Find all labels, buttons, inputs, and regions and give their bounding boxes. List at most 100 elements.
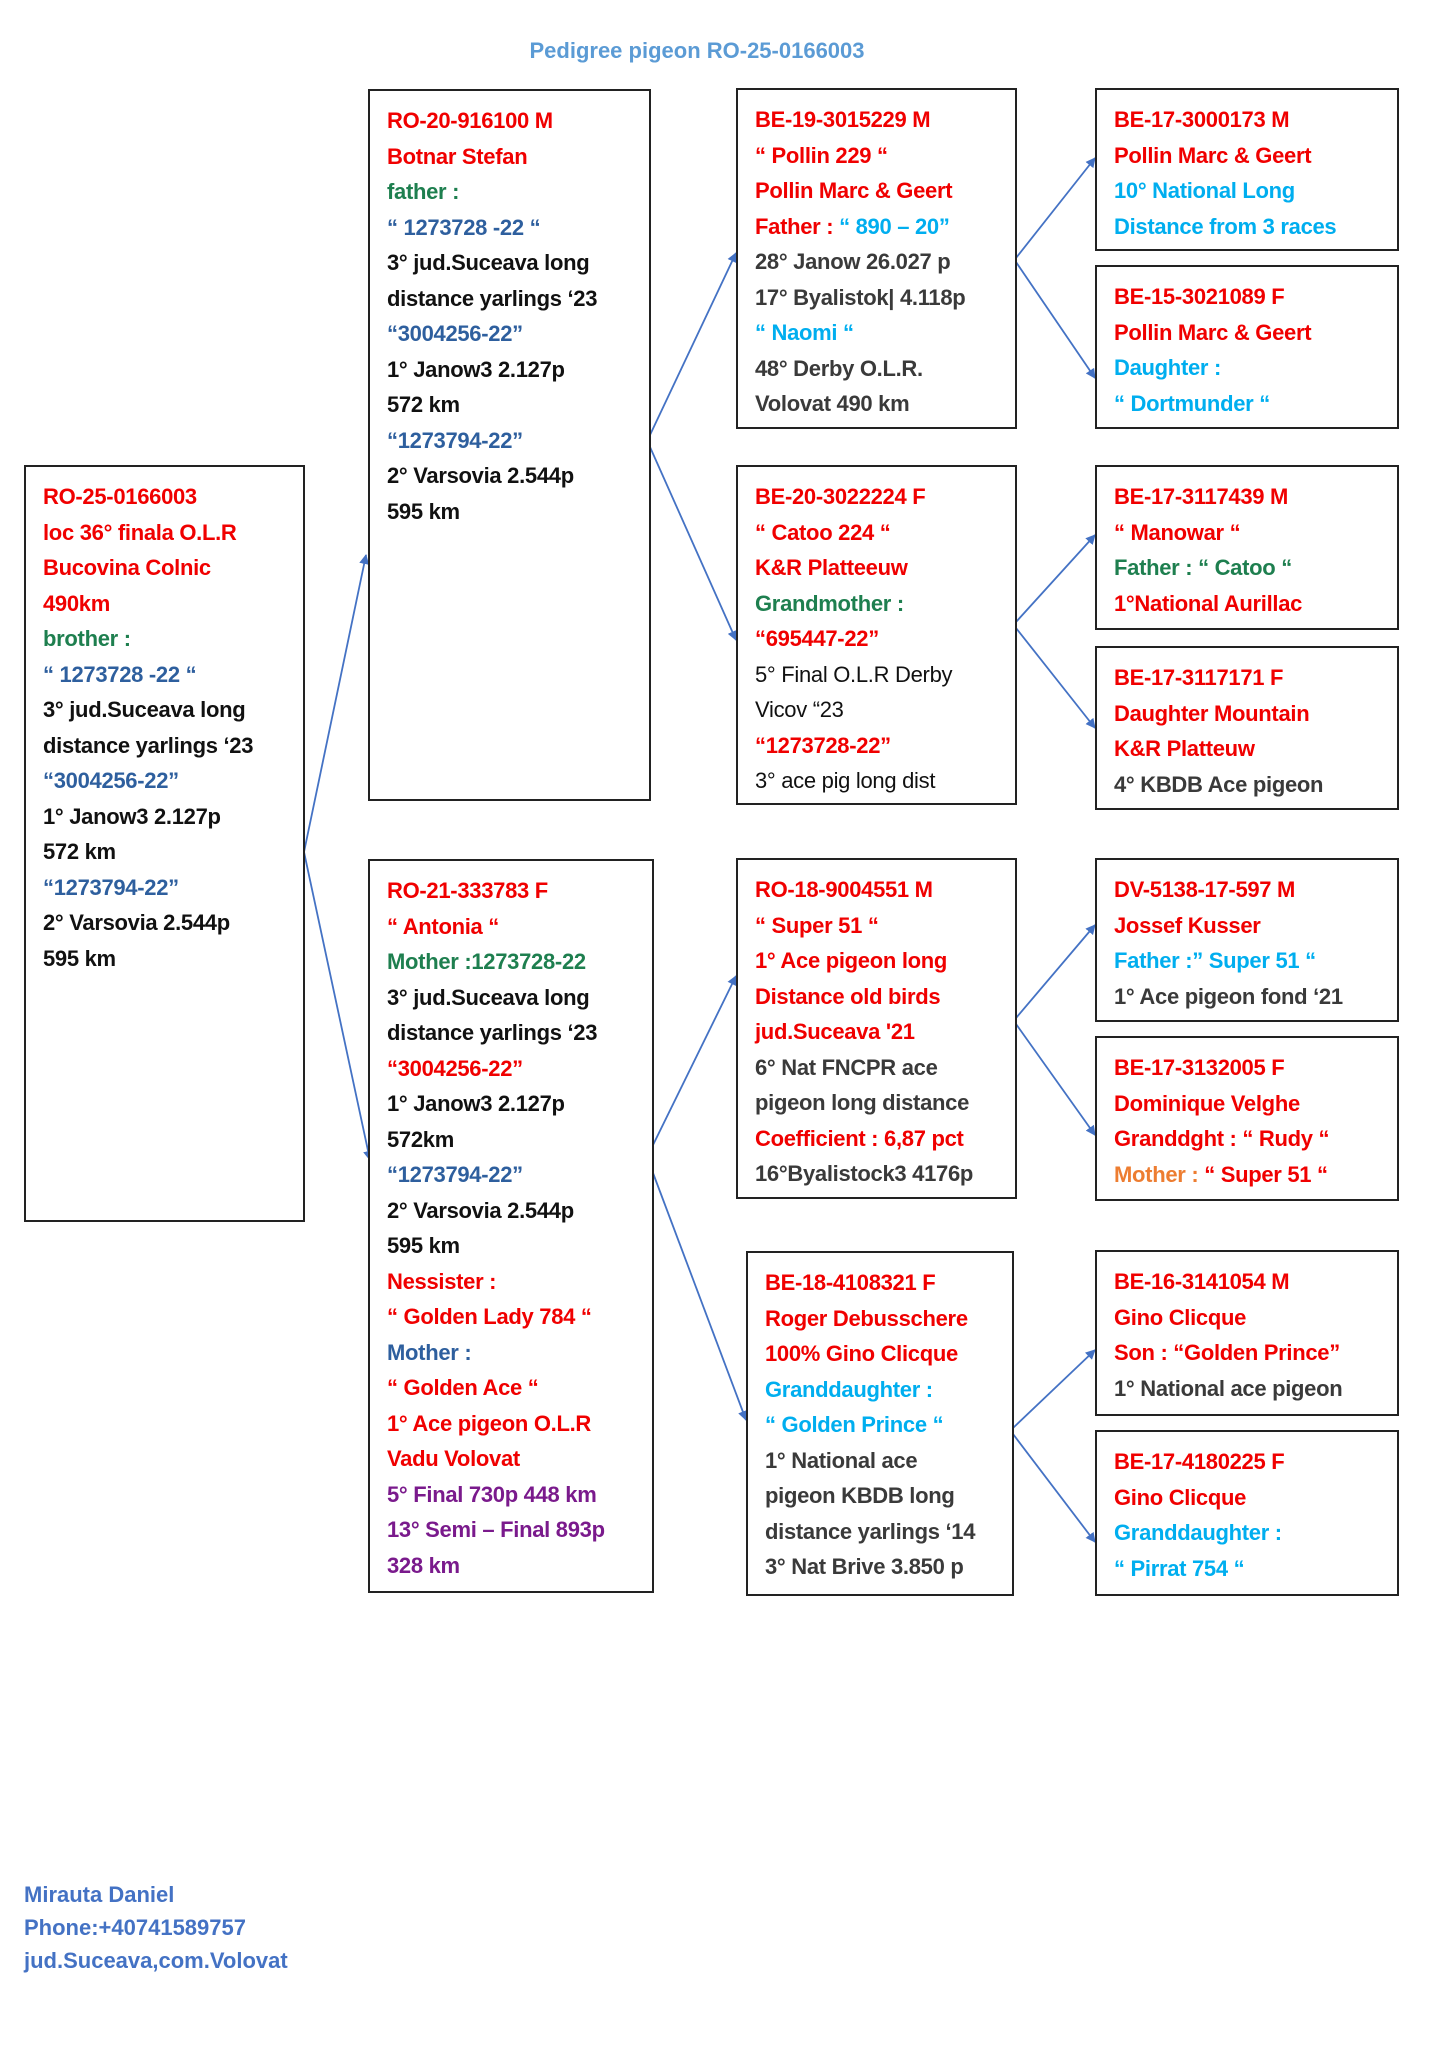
card-line: BE-17-3117439 M [1114,479,1397,515]
card-line: “1273794-22” [387,423,649,459]
card-line: RO-25-0166003 [43,479,303,515]
card-text: 6° Nat FNCPR ace [755,1054,938,1080]
card-line: 16°Byalistock3 4176p [755,1156,1015,1192]
card-text: “ Manowar “ [1114,519,1241,545]
card-text: Daughter : [1114,355,1222,380]
card-text: distance yarlings ‘14 [765,1518,976,1544]
card-line: BE-17-3117171 F [1114,660,1397,696]
card-text: Nessister : [387,1268,497,1294]
card-line: Volovat 490 km [755,386,1015,422]
card-text: 1° Janow3 2.127p [387,356,565,382]
card-text: 1° National ace [765,1447,918,1473]
card-text: Dominique Velghe [1114,1090,1300,1116]
card-text: “ Super 51 “ [1204,1161,1328,1187]
card-line: 3° jud.Suceava long [387,245,649,281]
card-text: Daughter Mountain [1114,700,1310,726]
card-line: 1° National ace [765,1443,1012,1479]
card-text: Botnar Stefan [387,143,528,169]
card-text: “ Naomi “ [755,320,854,345]
card-line: Roger Debusschere [765,1301,1012,1337]
card-text: “ 890 – 20” [839,213,950,239]
card-text: “ Golden Prince “ [765,1412,944,1437]
card-line: 6° Nat FNCPR ace [755,1050,1015,1086]
card-line: “ Golden Ace “ [387,1370,652,1406]
card-line: Dominique Velghe [1114,1086,1397,1122]
card-line: “ Pollin 229 “ [755,138,1015,174]
arrow-d1-to-e2 [1015,261,1096,379]
card-text: BE-15-3021089 F [1114,284,1285,309]
arrow-d3-to-e6 [1015,1023,1096,1136]
card-line: “ Super 51 “ [755,908,1015,944]
card-line: RO-21-333783 F [387,873,652,909]
card-text: K&R Platteuw [1114,736,1255,761]
card-text: Mother : [387,1339,472,1365]
card-text: 595 km [43,945,116,971]
card-text: BE-17-3000173 M [1114,107,1290,132]
card-line: 5° Final 730p 448 km [387,1477,652,1513]
arrow-d1-to-e1 [1015,157,1096,259]
card-text: 3° Nat Brive 3.850 p [765,1554,964,1579]
card-text: Mother : [1114,1161,1205,1187]
card-line: Mother :1273728-22 [387,944,652,980]
card-text: Granddaughter : [765,1376,933,1402]
card-text: 1° Ace pigeon fond ‘21 [1114,983,1343,1009]
card-line: BE-15-3021089 F [1114,279,1397,315]
card-line: 595 km [43,941,303,977]
card-text: BE-17-3132005 F [1114,1055,1285,1080]
card-text: pigeon KBDB long [765,1483,955,1508]
card-text: Pollin Marc & Geert [1114,142,1312,168]
card-line: Vadu Volovat [387,1441,652,1477]
breeder-address: jud.Suceava,com.Volovat [24,1948,288,1973]
card-text: 572km [387,1126,455,1152]
card-text: father : [387,179,460,204]
card-text: distance yarlings ‘23 [43,732,254,758]
card-line: BE-20-3022224 F [755,479,1015,515]
arrow-dam-to-d3 [652,975,737,1146]
card-line: 2° Varsovia 2.544p [387,458,649,494]
card-line: BE-17-3132005 F [1114,1050,1397,1086]
card-text: 490km [43,590,111,616]
card-text: “ Super 51 “ [755,912,879,938]
card-line: 3° Nat Brive 3.850 p [765,1549,1012,1585]
card-line: distance yarlings ‘23 [387,1015,652,1051]
card-text: “ Catoo 224 “ [755,519,891,545]
card-line: 4° KBDB Ace pigeon [1114,767,1397,803]
card-line: Grandmother : [755,586,1015,622]
card-line: 10° National Long [1114,173,1397,209]
card-line: 328 km [387,1548,652,1584]
card-line: 1° Ace pigeon O.L.R [387,1406,652,1442]
card-text: BE-16-3141054 M [1114,1269,1290,1294]
card-line: 3° ace pig long dist [755,763,1015,799]
card-text: 3° jud.Suceava long [387,984,590,1010]
card-line: “ Golden Prince “ [765,1407,1012,1443]
card-line: Pollin Marc & Geert [1114,138,1397,174]
card-line: K&R Platteuw [1114,731,1397,767]
arrow-sire-to-d2 [649,446,737,641]
card-text: 1° Janow3 2.127p [43,803,221,829]
card-text: BE-19-3015229 M [755,107,931,132]
card-text: Vadu Volovat [387,1446,520,1471]
card-text: RO-25-0166003 [43,484,197,509]
card-line: 572 km [387,387,649,423]
card-text: 100% Gino Clicque [765,1341,958,1366]
card-text: 5° Final O.L.R Derby [755,661,953,687]
card-text: “ Golden Ace “ [387,1375,539,1400]
card-line: 595 km [387,494,649,530]
card-text: RO-18-9004551 M [755,877,933,902]
card-line: “ 1273728 -22 “ [43,657,303,693]
card-text: K&R Platteeuw [755,555,908,580]
card-line: Jossef Kusser [1114,908,1397,944]
card-text: Pollin Marc & Geert [755,178,953,203]
card-line: 595 km [387,1228,652,1264]
card-line: “ Catoo 224 “ [755,515,1015,551]
card-line: “ Naomi “ [755,315,1015,351]
card-line: 13° Semi – Final 893p [387,1512,652,1548]
card-line: Daughter Mountain [1114,696,1397,732]
pigeon-card-dam: RO-21-333783 F“ Antonia “Mother :1273728… [368,859,654,1593]
card-text: Roger Debusschere [765,1305,968,1331]
